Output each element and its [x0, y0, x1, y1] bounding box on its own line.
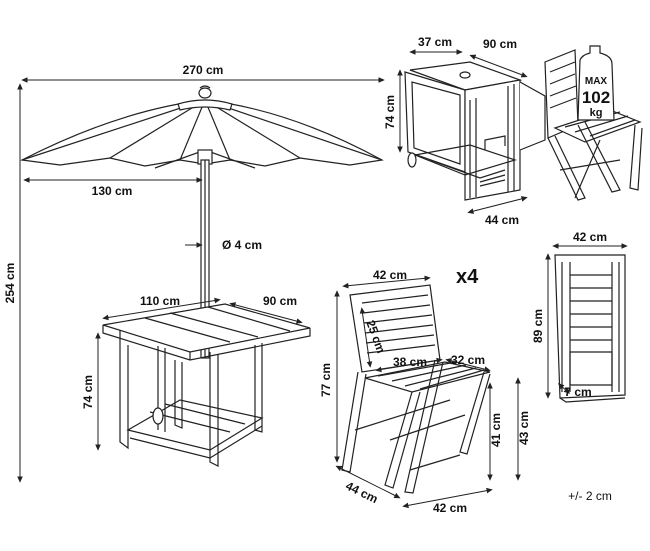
- dim-folded-table-length: 90 cm: [483, 37, 517, 51]
- dim-chair-seat-height-front: 41 cm: [489, 413, 503, 447]
- dim-pole-diameter: Ø 4 cm: [222, 238, 262, 252]
- chair-open-drawing: [341, 284, 491, 494]
- dim-table-height: 74 cm: [81, 375, 95, 409]
- table-open-drawing: [102, 303, 311, 467]
- dim-umbrella-height: 254 cm: [3, 263, 17, 304]
- chair-quantity: x4: [456, 266, 479, 288]
- max-load-unit: kg: [590, 107, 603, 119]
- dim-chair-seat-width: 38 cm: [393, 355, 427, 369]
- max-load-value: 102: [582, 88, 610, 107]
- tolerance-note: +/- 2 cm: [568, 489, 612, 503]
- dim-umbrella-half-width: 130 cm: [92, 184, 133, 198]
- chair-folded-drawing: [554, 254, 626, 403]
- dim-umbrella-width: 270 cm: [183, 63, 224, 77]
- umbrella-drawing: [20, 85, 384, 359]
- dim-chair-back-width: 42 cm: [373, 268, 407, 282]
- dim-folded-chair-depth: 7 cm: [564, 385, 591, 399]
- dim-chair-base-width: 42 cm: [433, 501, 467, 515]
- dim-chair-depth: 44 cm: [343, 479, 380, 507]
- dim-chair-seat-depth: 32 cm: [451, 353, 485, 367]
- max-load-label: MAX: [585, 76, 608, 87]
- dimension-lines: [17, 49, 628, 509]
- dim-folded-table-width: 37 cm: [418, 35, 452, 49]
- dim-folded-table-height: 74 cm: [383, 95, 397, 129]
- dim-table-depth: 90 cm: [263, 294, 297, 308]
- dim-folded-chair-width: 42 cm: [573, 230, 607, 244]
- dim-folded-chair-height: 89 cm: [531, 309, 545, 343]
- dim-table-length: 110 cm: [140, 294, 180, 308]
- table-folded-drawing: [404, 61, 546, 201]
- dim-folded-table-depth: 44 cm: [485, 213, 519, 227]
- dim-chair-total-height: 77 cm: [319, 363, 333, 397]
- dim-chair-seat-height-back: 43 cm: [517, 411, 531, 445]
- chair-max-load-drawing: [544, 45, 643, 201]
